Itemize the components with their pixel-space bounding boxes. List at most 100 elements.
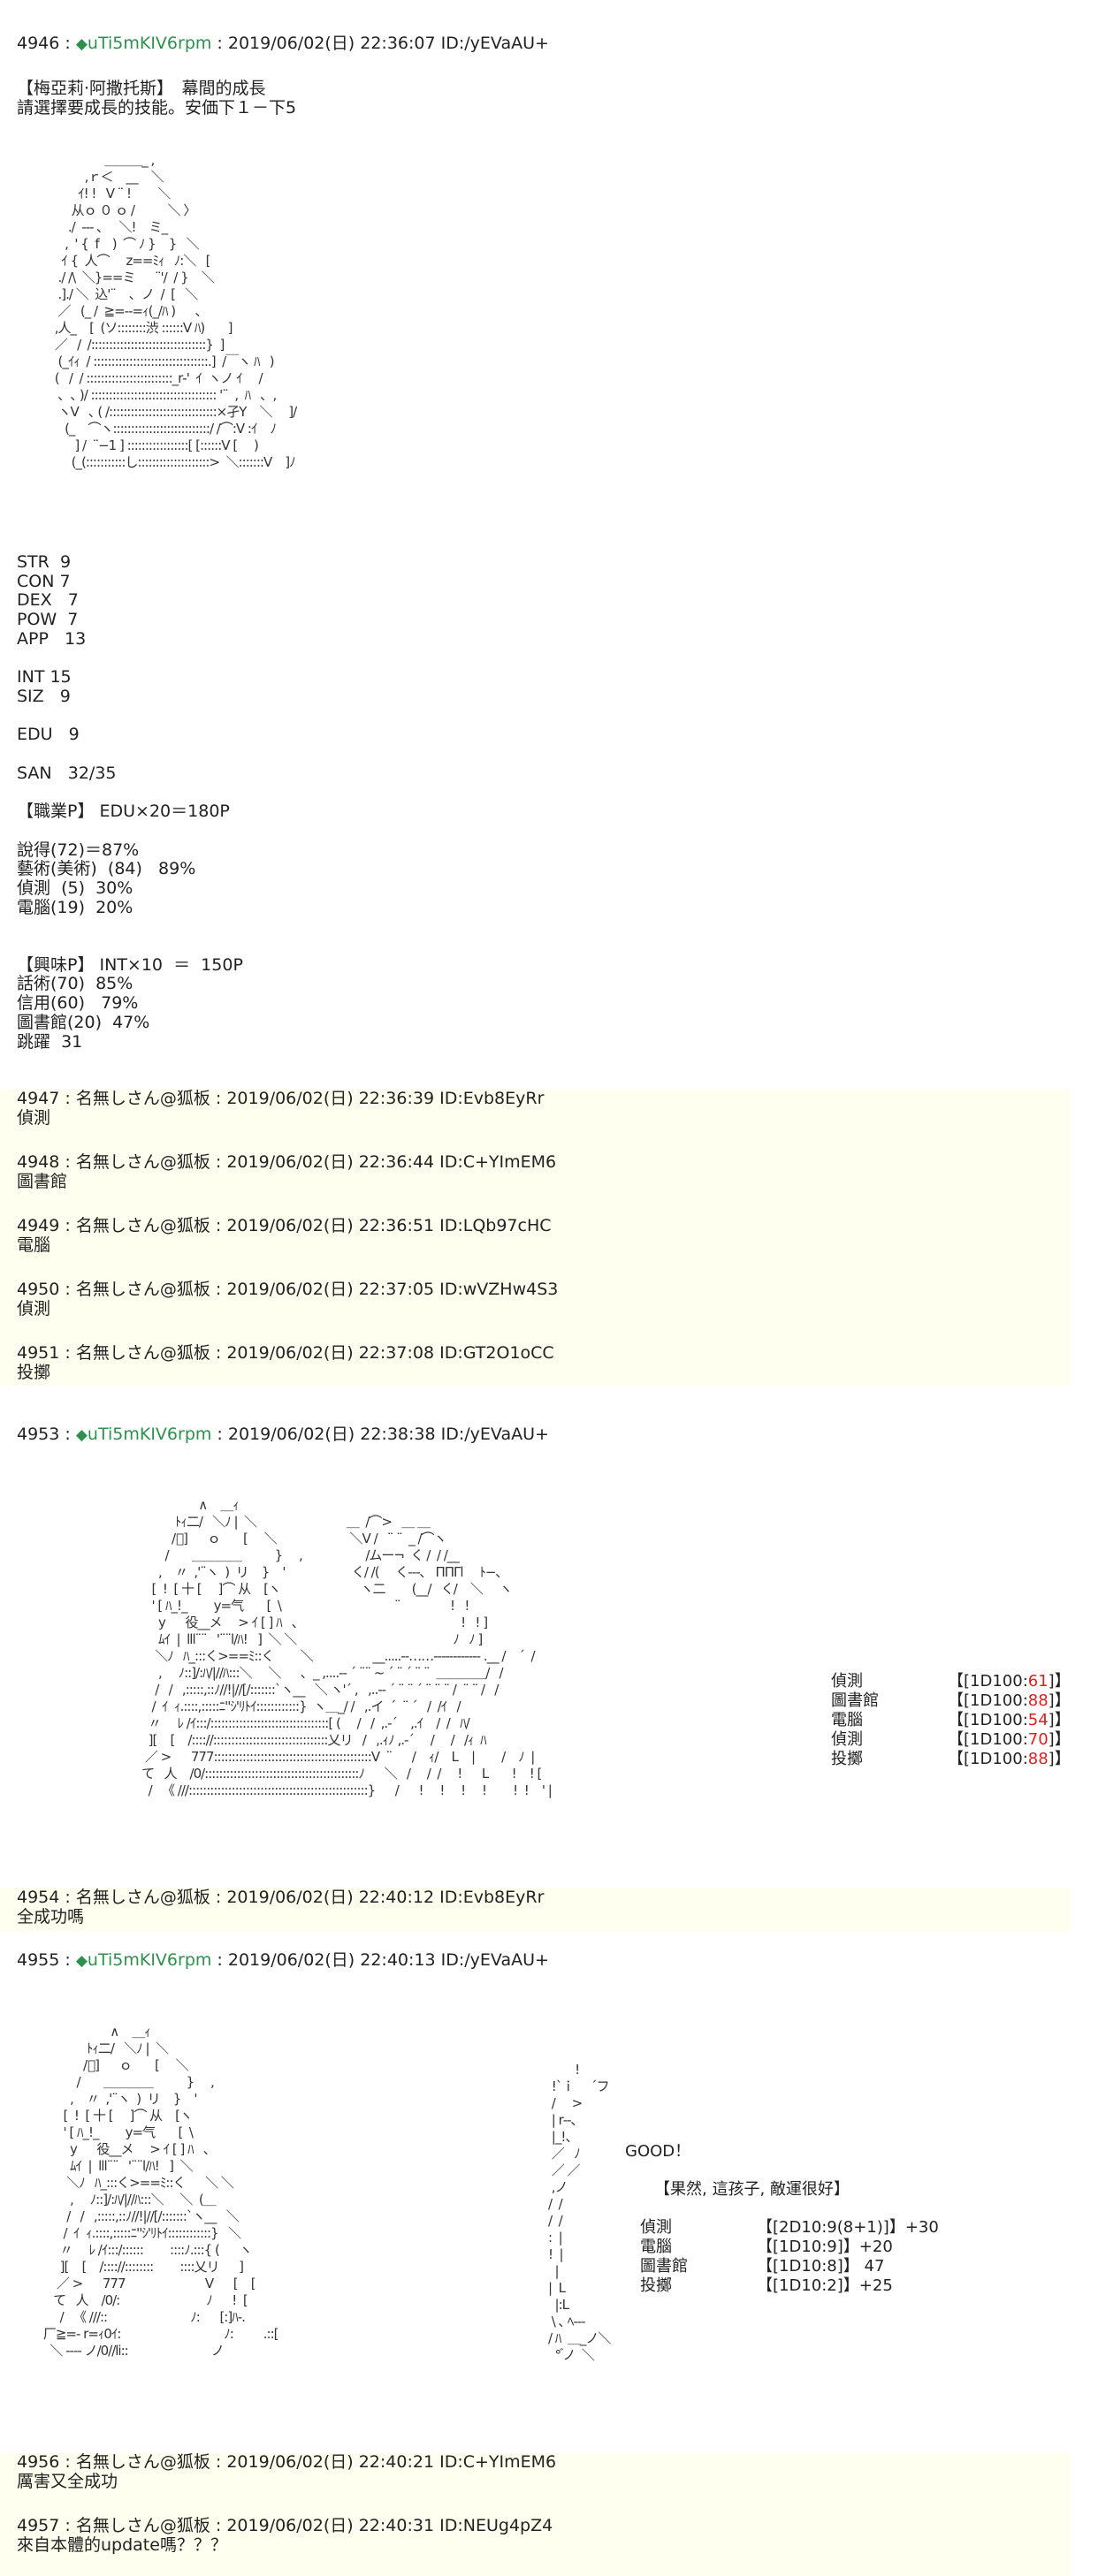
ascii-art-scene-1: ∧ ＿ｨ ﾄｨ二/ ＼ﾉ | ＼ ＿ /⌒> ＿ ＿ /ﾞ] ｏ [ ＼ ＼V … [115, 1497, 553, 1799]
post-id[interactable]: ID:/yEVaAU+ [440, 34, 549, 53]
ascii-art-line: |_!、 [548, 2129, 579, 2145]
ascii-art-line: ,ｒ＜ __ ＼ [51, 169, 164, 185]
post-number[interactable]: 4955 [17, 1950, 60, 1970]
post-id[interactable]: ID:C+YImEM6 [439, 2452, 557, 2472]
post-id[interactable]: ID:Evb8EyRr [439, 1089, 545, 1108]
ascii-art-line: ｲ { 人⌒ z==ﾐｨ ﾉ:＼ [ [51, 253, 210, 269]
ascii-art-line: ／ ／ [548, 2162, 581, 2178]
post-number[interactable]: 4948 [17, 1152, 60, 1172]
stat-line: INT 15 [17, 667, 72, 688]
poster-name: 名無しさん@狐板 [75, 1152, 216, 1172]
post-4955: 4955 : ◆uTi5mKIV6rpm : 2019/06/02(日) 22:… [0, 1950, 1070, 1971]
ascii-art-line: ! [548, 2062, 580, 2078]
dice-skill: 偵測 [831, 1672, 863, 1691]
ascii-art-line: ＿＿＿_ , [51, 152, 155, 168]
reply-block-4956-4957: 4956 : 名無しさん@狐板 : 2019/06/02(日) 22:40:21… [0, 2452, 1070, 2576]
tripcode: uTi5mKIV6rpm [87, 1950, 212, 1970]
post-number[interactable]: 4953 [17, 1425, 60, 1444]
stat-line [17, 650, 243, 669]
post-date: 2019/06/02(日) 22:36:39 [226, 1089, 435, 1108]
ascii-art-line: ∧ ＿ｨ [27, 2024, 151, 2040]
stat-line: 偵測 (5) 30% [17, 878, 133, 898]
ascii-art-line: / 《 ///:: ﾉ: [:]ﾊ-. [27, 2309, 246, 2325]
post-date: 2019/06/02(日) 22:37:05 [226, 1280, 435, 1299]
post-header: 4949 : 名無しさん@狐板 : 2019/06/02(日) 22:36:51… [17, 1216, 552, 1235]
trip-diamond-icon: ◆ [75, 35, 88, 53]
ascii-art-line: ! | [548, 2246, 564, 2262]
post-4954: 4954 : 名無しさん@狐板 : 2019/06/02(日) 22:40:12… [0, 1888, 1070, 1932]
ascii-art-line: [ ! [ 十 [ ]⌒ 从 [ヽ [27, 2108, 193, 2124]
stat-line [17, 745, 243, 764]
good-caption: GOOD！ [625, 2142, 691, 2161]
dice-skill: 投擲 [640, 2276, 672, 2295]
post-id[interactable]: ID:Evb8EyRr [439, 1888, 545, 1907]
post-id[interactable]: ID:LQb97cHC [439, 1216, 552, 1235]
ascii-art-line: \ ､ ﾍ-‐- [548, 2314, 586, 2329]
ascii-art-line: ./ /\ ＼}==ミ ¨'/ / } ＼ [51, 270, 215, 285]
stat-line: CON 7 [17, 571, 71, 591]
ascii-art-line: / / [548, 2213, 563, 2229]
ascii-art-line: (_ ⌒ヽ:::::::::::::::::::::::::::/ /⌒:V :… [51, 421, 277, 437]
post-number[interactable]: 4956 [17, 2452, 60, 2472]
ascii-art-line: , ﾉ::]/:ﾊ/|//ﾊ:::＼ ＼ (＿ [27, 2192, 217, 2207]
ascii-art-line: / 《 ///:::::::::::::::::::::::::::::::::… [115, 1782, 553, 1798]
ascii-art-line: ｲ! ! V ¨ ! ＼ [51, 186, 171, 201]
dice-skill: 圖書館 [640, 2257, 688, 2276]
ascii-art-line: /ﾞ] ｏ [ ＼ ＼V / ¨ ¨ _ /⌒ヽ [115, 1531, 447, 1546]
post-date: 2019/06/02(日) 22:36:07 [227, 34, 436, 53]
post-4947: 4947 : 名無しさん@狐板 : 2019/06/02(日) 22:36:39… [17, 1089, 1070, 1152]
ascii-art-line: !`ｉ ´フ [548, 2078, 610, 2094]
ascii-art-line: ／ ﾉ [548, 2146, 581, 2162]
tripcode: uTi5mKIV6rpm [87, 34, 212, 53]
post-number[interactable]: 4951 [17, 1343, 60, 1363]
dice-skill: 偵測 [640, 2218, 672, 2237]
comment-caption: 【果然, 這孩子, 敵運很好】 [654, 2180, 850, 2199]
post-header: 4951 : 名無しさん@狐板 : 2019/06/02(日) 22:37:08… [17, 1343, 554, 1363]
post-header: 4948 : 名無しさん@狐板 : 2019/06/02(日) 22:36:44… [17, 1152, 557, 1172]
post-id[interactable]: ID:/yEVaAU+ [440, 1950, 549, 1970]
poster-name: 名無しさん@狐板 [75, 2516, 216, 2535]
post-number[interactable]: 4946 [17, 34, 60, 53]
dice-number: 54 [1027, 1711, 1049, 1729]
ascii-art-line: て 人 /0/:::::::::::::::::::::::::::::::::… [115, 1766, 542, 1782]
ascii-art-line: ､ ､ )/ :::::::::::::::::::::::::::::::::… [51, 387, 278, 403]
post-id[interactable]: ID:GT2O1oCC [439, 1343, 554, 1363]
dice-result: 【[1D100:70]】 [948, 1730, 1071, 1749]
post-number[interactable]: 4957 [17, 2516, 60, 2535]
post-number[interactable]: 4950 [17, 1280, 60, 1299]
ascii-art-line: / ＿＿＿＿ } , /ムー¬ く / / /__ [115, 1547, 460, 1563]
ascii-art-line: y 役__メ > ｲ [ ] ﾊ ､ ! ! ] [115, 1615, 488, 1630]
stat-line: 話術(70) 85% [17, 974, 133, 994]
dice-result: 【[1D100:88]】 [948, 1691, 1071, 1710]
ascii-art-line: 从ｏ ０ ｏ / ＼ 〉 [51, 202, 197, 218]
ascii-art-line: y 役__メ > ｲ [ ] ﾊ ､ [27, 2141, 210, 2157]
post-number[interactable]: 4954 [17, 1888, 60, 1907]
post-body: 全成功嗎 [17, 1907, 85, 1926]
post-body: 偵測 [17, 1299, 51, 1318]
post-header: 4950 : 名無しさん@狐板 : 2019/06/02(日) 22:37:05… [17, 1280, 559, 1299]
ascii-art-line: ﾑｲ | lll¨¨ '¨¨l/ﾊ! ] ＼ ＼ ﾉ ﾉ ] [115, 1631, 483, 1647]
dice-number: 70 [1027, 1730, 1049, 1749]
stat-line: 電腦(19) 20% [17, 897, 133, 917]
post-number[interactable]: 4949 [17, 1216, 60, 1235]
dice-row: 投擲【[1D10:2]】+25 [640, 2276, 939, 2296]
post-header: 4955 : ◆uTi5mKIV6rpm : 2019/06/02(日) 22:… [17, 1950, 549, 1970]
post-id[interactable]: ID:/yEVaAU+ [440, 1425, 549, 1444]
post-date: 2019/06/02(日) 22:40:13 [227, 1950, 436, 1970]
ascii-art-scene-2: ∧ ＿ｨ ﾄｨ二/ ＼ﾉ | ＼ /ﾞ] ｏ [ ＼ / ＿＿＿＿ } , , … [27, 2024, 279, 2359]
post-number[interactable]: 4947 [17, 1089, 60, 1108]
ascii-art-line: ＼ﾉ ﾊ_:::く>==ﾐ::く ＼ ＼ [27, 2175, 234, 2191]
dice-result: 【[1D10:8]】 47 [757, 2257, 885, 2276]
post-id[interactable]: ID:C+YImEM6 [439, 1152, 557, 1172]
ascii-art-character: ＿＿＿_ , ,ｒ＜ __ ＼ ｲ! ! V ¨ ! ＼ 从ｏ ０ ｏ / ＼ … [51, 152, 297, 471]
post-id[interactable]: ID:wVZHw4S3 [439, 1280, 559, 1299]
post-date: 2019/06/02(日) 22:36:51 [226, 1216, 435, 1235]
dice-result: 【[1D100:61]】 [948, 1672, 1071, 1691]
ascii-art-line: / ﾊ ＿_ノ＼ [548, 2330, 611, 2346]
post-id[interactable]: ID:NEUg4pZ4 [439, 2516, 553, 2535]
ascii-art-line: ./ ‐‐‐ ､ ＼! ミ_ [51, 219, 168, 235]
dice-row: 投擲【[1D100:88]】 [831, 1750, 1071, 1769]
dice-skill: 投擲 [831, 1750, 863, 1768]
